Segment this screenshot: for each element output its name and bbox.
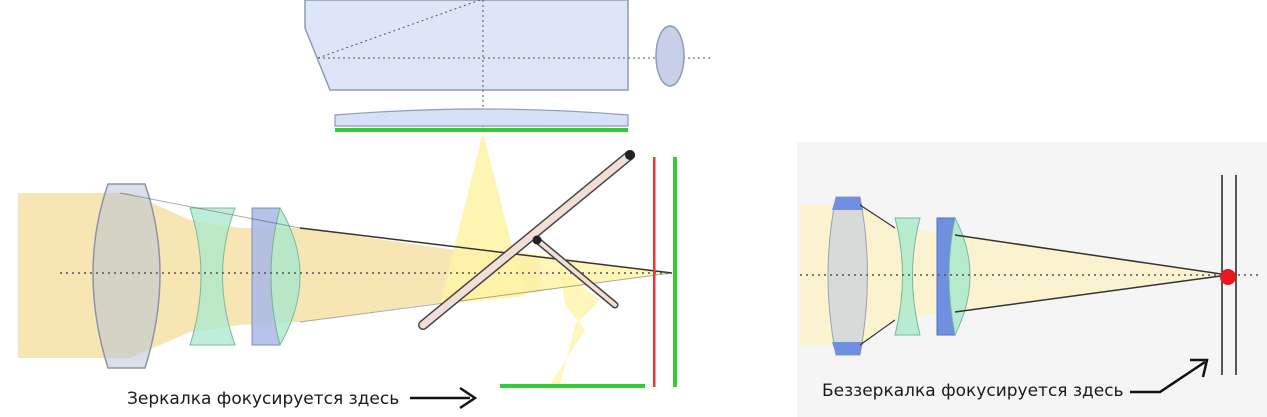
- mirrorless-ray-upper: [954, 234, 1229, 276]
- mirrorless-rear-lens-green: [948, 216, 971, 337]
- dslr-secondary-mirror: [532, 235, 619, 309]
- prism-dotted-diag: [317, 0, 481, 59]
- mirrorless-front-lens: [827, 196, 868, 356]
- dslr-shutter-line: [653, 157, 656, 387]
- dslr-sensor-line: [673, 157, 677, 387]
- dslr-ray-upper: [299, 227, 673, 274]
- dslr-af-cone: [550, 270, 600, 385]
- mirrorless-ray-front-lower: [859, 319, 896, 346]
- dslr-ray-front: [119, 192, 301, 229]
- mirrorless-concave-lens: [894, 217, 921, 336]
- mirrorless-front-lens-bottom-cap: [832, 342, 863, 355]
- dslr-concave-lens: [189, 207, 236, 346]
- dslr-pentaprism: [304, 0, 629, 91]
- dslr-front-lens: [92, 183, 161, 369]
- dslr-focusing-screen: [334, 108, 629, 127]
- mirrorless-diagram: Беззеркалка фокусируется здесь: [797, 142, 1267, 417]
- mirrorless-caption: Беззеркалка фокусируется здесь: [822, 381, 1124, 401]
- dslr-screen-green-line: [335, 128, 628, 132]
- arrow-up-right-icon: [1130, 358, 1209, 394]
- mirrorless-focus-dot: [1220, 269, 1236, 285]
- dslr-ray-lower: [299, 272, 673, 323]
- mirrorless-front-lens-top-cap: [832, 197, 863, 210]
- mirrorless-ray-front-upper: [859, 204, 896, 229]
- dslr-caption: Зеркалка фокусируется здесь: [127, 389, 399, 409]
- dslr-main-mirror: [418, 150, 635, 330]
- mirrorless-ray-lower: [954, 274, 1229, 313]
- dslr-rear-lens-green: [270, 206, 301, 347]
- dslr-sensor-cone: [505, 250, 670, 296]
- arrow-right-icon: [410, 386, 478, 410]
- dslr-diagram: Зеркалка фокусируется здесь: [18, 0, 712, 410]
- dslr-af-sensor: [500, 384, 645, 388]
- dslr-eyepiece-lens: [655, 25, 685, 87]
